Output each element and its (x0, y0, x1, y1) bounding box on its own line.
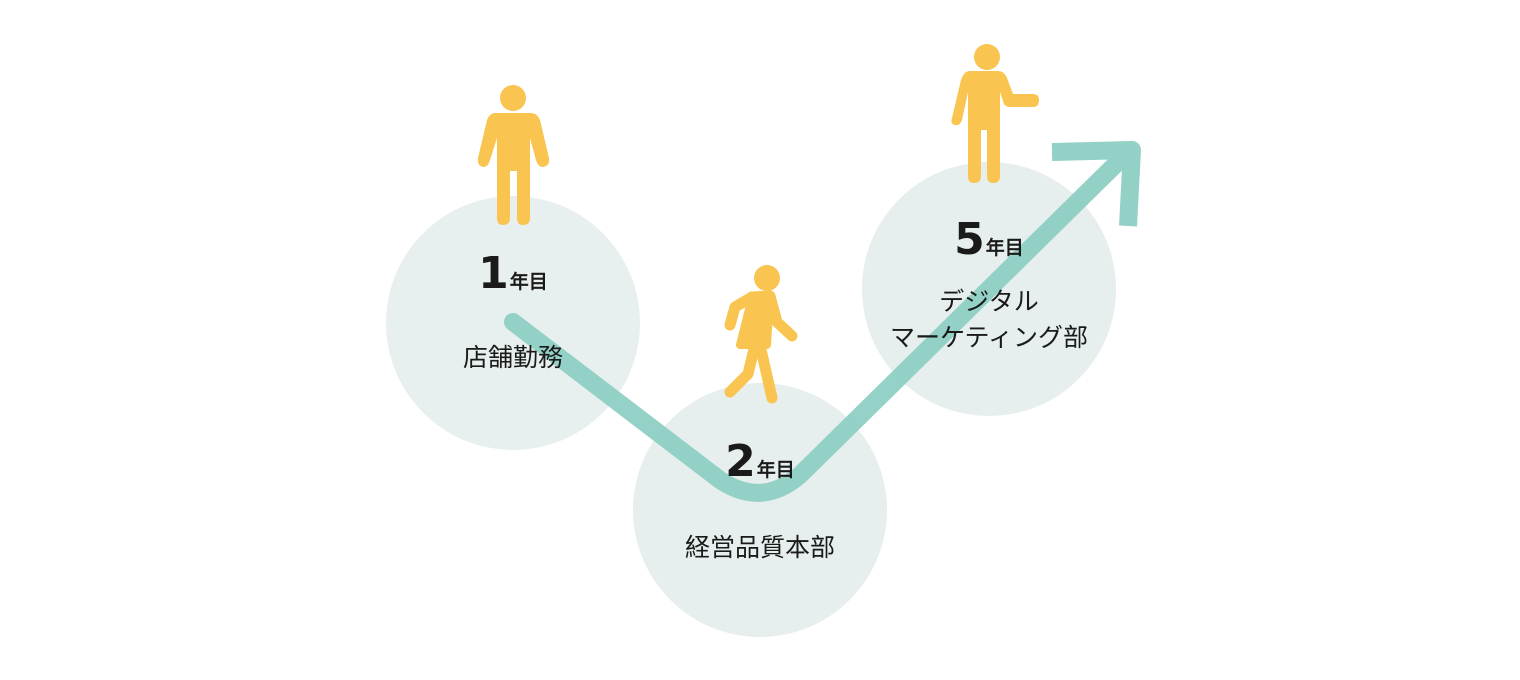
year-unit: 年目 (756, 459, 795, 481)
person-walking-icon (724, 265, 798, 404)
step-2-label: 経営品質本部 (684, 533, 836, 562)
step-3-label: デジタル マーケティング部 (890, 284, 1088, 356)
step-3-label-line1: デジタル (939, 287, 1039, 316)
year-number: 2 (725, 436, 756, 487)
year-number: 1 (478, 248, 509, 299)
growth-arrow (504, 141, 1141, 502)
year-unit: 年目 (985, 237, 1024, 259)
person-pointing-icon (951, 44, 1039, 183)
year-unit: 年目 (509, 271, 548, 293)
year-number: 5 (954, 214, 985, 265)
step-1-label: 店舗勤務 (462, 343, 564, 372)
step-3-label-line2: マーケティング部 (889, 323, 1089, 352)
person-standing-icon (477, 85, 550, 225)
